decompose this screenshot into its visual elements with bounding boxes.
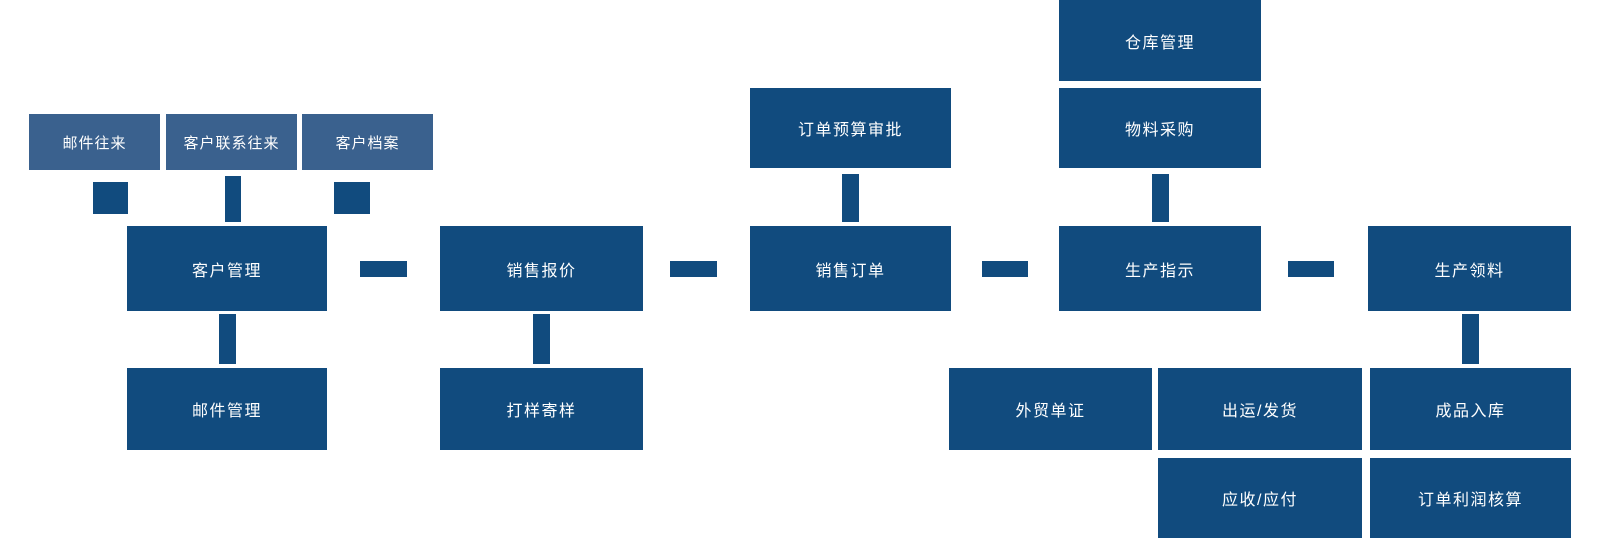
node-trade-documents: 外贸单证 [949,368,1152,450]
node-shipment-delivery: 出运/发货 [1158,368,1362,450]
connector-customer-to-mail-management [219,314,236,364]
node-mail-correspondence: 邮件往来 [29,114,160,170]
node-production-instruction: 生产指示 [1059,226,1261,311]
connector-stub-mail-correspondence [93,182,128,214]
connector-budget-to-sales-order [842,174,859,222]
node-material-purchasing: 物料采购 [1059,88,1261,168]
connector-stub-customer-archive [334,182,370,214]
connector-sales-order-to-production [982,261,1028,277]
connector-quotation-to-sales-order [670,261,717,277]
connector-contact-to-customer-management [225,176,241,222]
connector-material-to-production [1152,174,1169,222]
node-sales-order: 销售订单 [750,226,951,311]
node-order-profit-accounting: 订单利润核算 [1370,458,1571,538]
node-sales-quotation: 销售报价 [440,226,643,311]
node-warehouse-management: 仓库管理 [1059,0,1261,81]
node-customer-management: 客户管理 [127,226,327,311]
node-sampling: 打样寄样 [440,368,643,450]
node-production-picking: 生产领料 [1368,226,1571,311]
connector-customer-to-quotation [360,261,407,277]
connector-production-to-picking [1288,261,1334,277]
connector-quotation-to-sampling [533,314,550,364]
node-customer-archive: 客户档案 [302,114,433,170]
node-order-budget-approval: 订单预算审批 [750,88,951,168]
connector-picking-to-finished-goods [1462,314,1479,364]
node-finished-goods-inbound: 成品入库 [1370,368,1571,450]
node-customer-contact: 客户联系往来 [166,114,297,170]
node-receivable-payable: 应收/应付 [1158,458,1362,538]
node-mail-management: 邮件管理 [127,368,327,450]
